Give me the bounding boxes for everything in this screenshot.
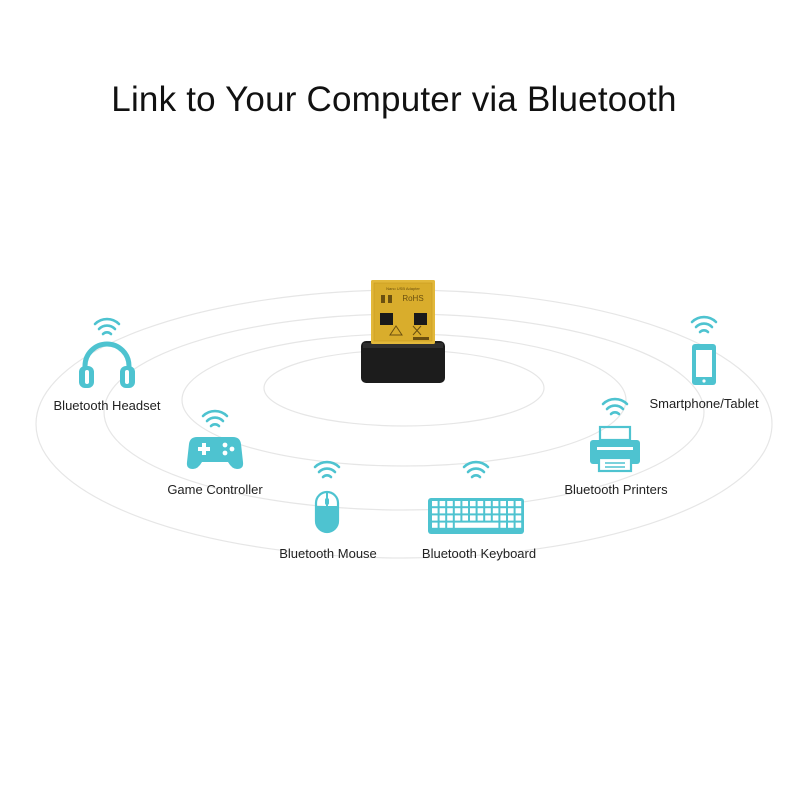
keyboard-spacebar xyxy=(454,522,499,528)
keyboard-key xyxy=(500,522,506,528)
keyboard-key xyxy=(508,508,514,514)
keyboard-key xyxy=(477,508,484,514)
device-label-mouse: Bluetooth Mouse xyxy=(279,546,377,561)
keyboard-key xyxy=(439,501,446,507)
keyboard-key xyxy=(462,515,468,521)
keyboard-key xyxy=(492,501,499,507)
keyboard-key xyxy=(432,508,438,514)
wifi-signal-icon xyxy=(201,409,229,428)
device-label-printers: Bluetooth Printers xyxy=(564,482,668,497)
wifi-signal-icon xyxy=(462,460,490,479)
keyboard-key xyxy=(515,515,522,521)
keyboard-key xyxy=(477,515,484,521)
wifi-signal-icon xyxy=(93,317,121,336)
keyboard-key xyxy=(432,515,438,521)
keyboard-key xyxy=(500,508,506,514)
keyboard-key xyxy=(470,508,476,514)
keyboard-key xyxy=(439,522,446,528)
keyboard-key xyxy=(485,515,491,521)
keyboard-key xyxy=(470,515,476,521)
keyboard-key xyxy=(447,515,453,521)
smartphone-icon xyxy=(690,315,718,385)
keyboard-key xyxy=(492,515,499,521)
wifi-signal-icon xyxy=(313,460,341,479)
mouse-icon xyxy=(313,460,341,534)
keyboard-key xyxy=(432,522,438,528)
rohs-mark: RoHS xyxy=(402,294,423,303)
keyboard-key xyxy=(500,515,506,521)
keyboard-key xyxy=(515,522,522,528)
keyboard-key xyxy=(485,501,491,507)
wifi-signal-icon xyxy=(690,315,718,334)
keyboard-key xyxy=(477,501,484,507)
keyboard-key xyxy=(500,501,506,507)
keyboard-key xyxy=(515,508,522,514)
keyboard-key xyxy=(485,508,491,514)
page-title: Link to Your Computer via Bluetooth xyxy=(111,80,677,119)
keyboard-key xyxy=(454,501,461,507)
usb-adapter-image: Nano USB Adapter RoHS xyxy=(361,280,445,383)
keyboard-key xyxy=(439,508,446,514)
printer-icon xyxy=(590,397,640,473)
keyboard-key xyxy=(515,501,522,507)
device-label-game-controller: Game Controller xyxy=(167,482,263,497)
keyboard-key xyxy=(447,508,453,514)
keyboard-key xyxy=(470,501,476,507)
keyboard-key xyxy=(447,522,453,528)
keyboard-key xyxy=(432,501,438,507)
keyboard-key xyxy=(462,508,468,514)
keyboard-key xyxy=(462,501,468,507)
keyboard-key xyxy=(492,508,499,514)
keyboard-key xyxy=(508,515,514,521)
wifi-signal-icon xyxy=(601,397,629,416)
adapter-small-label: Nano USB Adapter xyxy=(386,286,420,291)
gamepad-icon xyxy=(186,409,244,469)
keyboard-key xyxy=(439,515,446,521)
device-label-smartphone: Smartphone/Tablet xyxy=(649,396,759,411)
keyboard-icon xyxy=(428,460,524,534)
keyboard-key xyxy=(454,515,461,521)
usb-contact-slot xyxy=(380,313,393,325)
headset-icon xyxy=(79,317,135,388)
usb-contact-slot xyxy=(414,313,427,325)
device-label-headset: Bluetooth Headset xyxy=(53,398,161,413)
device-label-keyboard: Bluetooth Keyboard xyxy=(421,546,537,561)
keyboard-key xyxy=(454,508,461,514)
keyboard-key xyxy=(447,501,453,507)
keyboard-key xyxy=(508,522,514,528)
adapter-body xyxy=(361,341,445,383)
keyboard-key xyxy=(508,501,514,507)
